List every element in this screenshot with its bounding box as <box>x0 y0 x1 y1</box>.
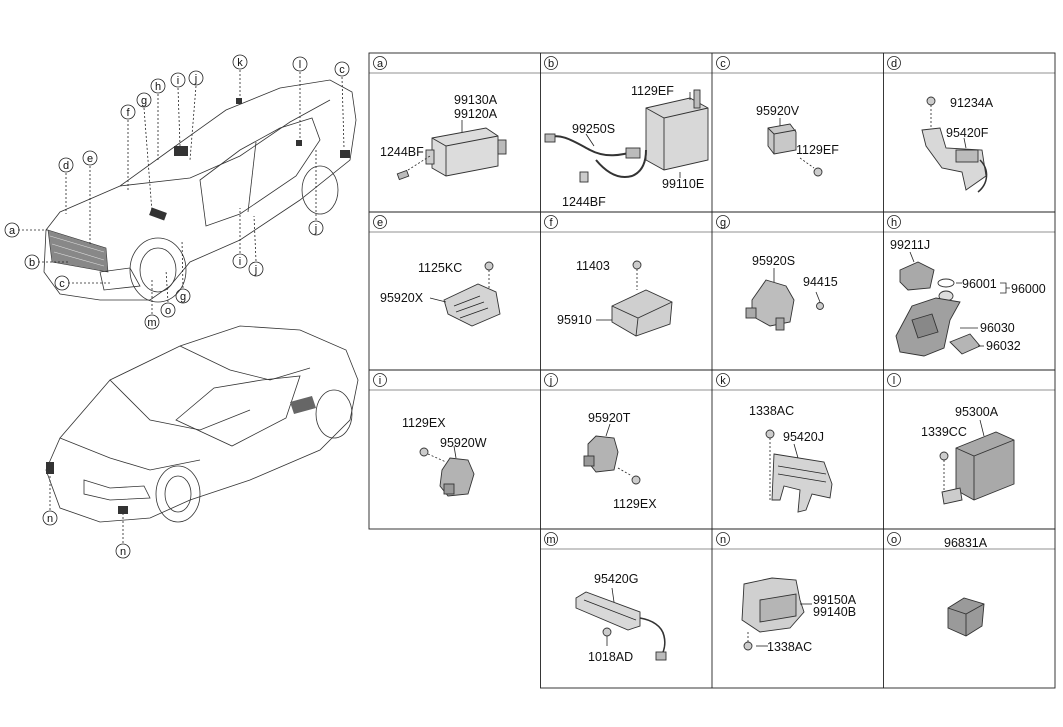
callout: m <box>147 317 156 329</box>
cell-letter-j: j <box>549 375 552 387</box>
cell-m: 95420G 1018AD <box>575 572 667 664</box>
callout: d <box>63 160 69 172</box>
part-label: 95920W <box>440 436 487 450</box>
part-label: 11403 <box>576 259 610 273</box>
part-label: 1338AC <box>749 404 794 418</box>
part-label: 96000 <box>1011 282 1046 296</box>
part-label: 96001 <box>962 277 997 291</box>
callout: i <box>239 256 241 268</box>
part-label: 99211J <box>890 238 930 252</box>
cell-l: 95300A 1339CC <box>921 405 1015 505</box>
callout: n <box>120 546 126 558</box>
callout: l <box>299 59 301 71</box>
callout: a <box>9 225 16 237</box>
cell-e: 1125KC 95920X <box>380 261 501 327</box>
part-label: 99120A <box>454 107 498 121</box>
part-label: 96831A <box>944 536 988 550</box>
cell-letter-a: a <box>377 58 384 70</box>
parts-grid <box>368 52 1056 689</box>
cell-a: 99130A 99120A 1244BF <box>380 93 507 181</box>
cell-letter-n: n <box>720 534 726 546</box>
cell-o: 96831A <box>944 536 988 637</box>
part-label: 95910 <box>557 313 592 327</box>
cell-letter-i: i <box>379 375 381 387</box>
part-label: 95920X <box>380 291 424 305</box>
part-label: 99130A <box>454 93 498 107</box>
cell-letter-g: g <box>720 217 726 229</box>
callout: g <box>141 95 147 107</box>
part-label: 95920V <box>756 104 800 118</box>
front-car-illustration <box>43 79 357 303</box>
cell-g: 95920S 94415 <box>745 254 838 331</box>
part-label: 1339CC <box>921 425 967 439</box>
cell-letter-l: l <box>893 375 895 387</box>
part-label: 99110E <box>662 177 704 191</box>
callout: i <box>177 75 179 87</box>
part-label: 1129EX <box>402 416 446 430</box>
front-car-callouts: a b c d e f g h i j k l c m o g i j j <box>4 54 350 330</box>
part-label: 1338AC <box>767 640 812 654</box>
part-label: 1244BF <box>380 145 424 159</box>
cell-letter-d: d <box>891 58 897 70</box>
callout: j <box>194 73 197 85</box>
part-label: 1129EF <box>631 84 674 98</box>
callout: j <box>314 223 317 235</box>
cell-i: 1129EX 95920W <box>402 416 487 497</box>
callout: c <box>339 64 345 76</box>
part-label: 99140B <box>813 605 856 619</box>
part-label: 96030 <box>980 321 1015 335</box>
part-label: 1125KC <box>418 261 462 275</box>
callout: f <box>126 107 130 119</box>
part-label: 1129EX <box>613 497 657 511</box>
cell-h: 99211J 96001 96000 96030 96032 <box>890 238 1046 357</box>
part-label: 95420F <box>946 126 989 140</box>
cell-letter-m: m <box>546 534 555 546</box>
cell-letter-f: f <box>549 217 553 229</box>
cell-b: 1129EF 99250S 99110E 1244BF <box>544 84 709 209</box>
callout: g <box>180 291 186 303</box>
callout: j <box>254 264 257 276</box>
part-label: 95300A <box>955 405 999 419</box>
cell-letter-c: c <box>720 58 726 70</box>
part-label: 94415 <box>803 275 838 289</box>
cell-letter-h: h <box>891 217 897 229</box>
part-label: 1129EF <box>796 143 839 157</box>
cell-f: 11403 95910 <box>557 259 673 337</box>
callout: h <box>155 81 161 93</box>
cell-letter-b: b <box>548 58 554 70</box>
cell-d: 91234A 95420F <box>921 96 994 193</box>
cell-n: 99150A 99140B 1338AC <box>741 577 857 654</box>
callout: k <box>237 57 243 69</box>
cell-c: 95920V 1129EF <box>756 104 839 177</box>
callout: e <box>87 153 93 165</box>
cell-letter-e: e <box>377 217 383 229</box>
callout: o <box>165 305 171 317</box>
part-label: 95920S <box>752 254 795 268</box>
callout: b <box>29 257 35 269</box>
cell-j: 95920T 1129EX <box>583 411 657 511</box>
part-label: 1244BF <box>562 195 606 209</box>
part-label: 99250S <box>572 122 615 136</box>
rear-car-callouts: n n <box>42 474 131 559</box>
part-label: 96032 <box>986 339 1021 353</box>
cell-k: 1338AC 95420J <box>749 404 833 513</box>
part-label: 91234A <box>950 96 994 110</box>
rear-car-illustration <box>45 325 359 523</box>
callout: c <box>59 278 65 290</box>
cell-headers: a b c d e f g h i j k l m n o <box>373 56 901 546</box>
part-label: 1018AD <box>588 650 633 664</box>
part-label: 95420J <box>783 430 824 444</box>
callout: n <box>47 513 53 525</box>
part-label: 95420G <box>594 572 638 586</box>
cell-letter-k: k <box>720 375 726 387</box>
part-label: 99150A <box>813 593 857 607</box>
part-label: 95920T <box>588 411 631 425</box>
cell-letter-o: o <box>891 534 897 546</box>
